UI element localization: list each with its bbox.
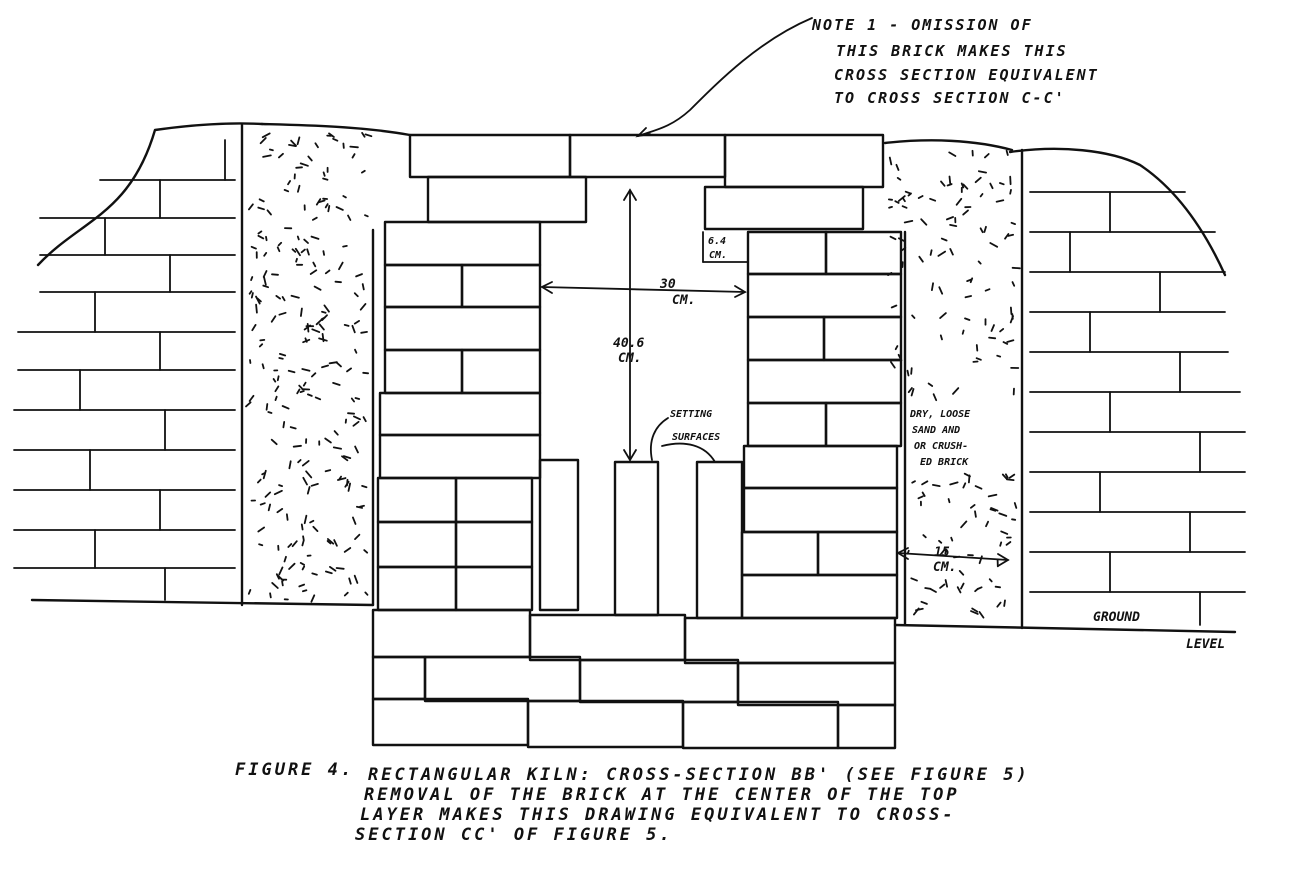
left-kiln-wall	[376, 220, 580, 612]
center-setting-brick	[613, 460, 660, 617]
width-dimension-value: 30	[659, 277, 676, 292]
ground-line	[30, 598, 1237, 634]
fill-material-label: DRY, LOOSE	[909, 409, 971, 420]
second-course-left-brick	[426, 175, 588, 224]
height-dimension-unit: CM.	[618, 351, 641, 366]
figure-number: FIGURE 4.	[235, 760, 354, 780]
right-kiln-wall	[695, 230, 903, 620]
figure-caption: FIGURE 4. RECTANGULAR KILN: CROSS-SECTIO…	[235, 760, 1030, 845]
foundation-courses	[371, 608, 897, 750]
left-loose-fill	[245, 122, 412, 607]
note-line: THIS BRICK MAKES THIS	[836, 42, 1068, 60]
second-course-right-brick	[703, 185, 865, 231]
right-loose-fill	[883, 139, 1021, 627]
fill-material-label: ED BRICK	[920, 457, 969, 468]
top-center-brick	[568, 133, 727, 179]
height-dimension-value: 40.6	[613, 336, 644, 351]
caption-line: RECTANGULAR KILN: CROSS-SECTION BB' (SEE…	[368, 765, 1030, 785]
setting-surfaces-label: SETTING	[670, 409, 712, 420]
note-1: NOTE 1 - OMISSION OF THIS BRICK MAKES TH…	[811, 16, 1099, 107]
fill-material-label: SAND AND	[912, 425, 960, 436]
caption-line: LAYER MAKES THIS DRAWING EQUIVALENT TO C…	[360, 805, 956, 825]
fill-dimension-value: 15	[934, 545, 950, 560]
left-setting-post	[538, 458, 580, 612]
top-courses	[408, 133, 885, 231]
setting-surfaces-label: SURFACES	[672, 432, 720, 443]
note-line: NOTE 1 - OMISSION OF	[811, 16, 1033, 34]
note-line: CROSS SECTION EQUIVALENT	[834, 66, 1099, 84]
small-dimension-value: 6.4	[708, 236, 726, 247]
dimension-lines	[540, 17, 1010, 567]
small-dimension-unit: CM.	[709, 250, 727, 261]
width-dimension-unit: CM.	[672, 293, 695, 308]
top-brick-left	[408, 133, 572, 179]
right-setting-post	[695, 460, 744, 620]
fill-material-label: OR CRUSH-	[914, 441, 968, 452]
note-line: TO CROSS SECTION C-C'	[834, 89, 1066, 107]
caption-line: REMOVAL OF THE BRICK AT THE CENTER OF TH…	[364, 785, 960, 805]
ground-level-label: GROUND	[1093, 610, 1140, 625]
left-earth-brickwork	[13, 122, 264, 607]
caption-line: SECTION CC' OF FIGURE 5.	[355, 825, 673, 845]
right-earth-brickwork	[1008, 147, 1246, 630]
fill-dimension-unit: CM.	[933, 560, 956, 575]
ground-level-label: LEVEL	[1186, 637, 1225, 652]
top-brick-right	[723, 133, 885, 189]
